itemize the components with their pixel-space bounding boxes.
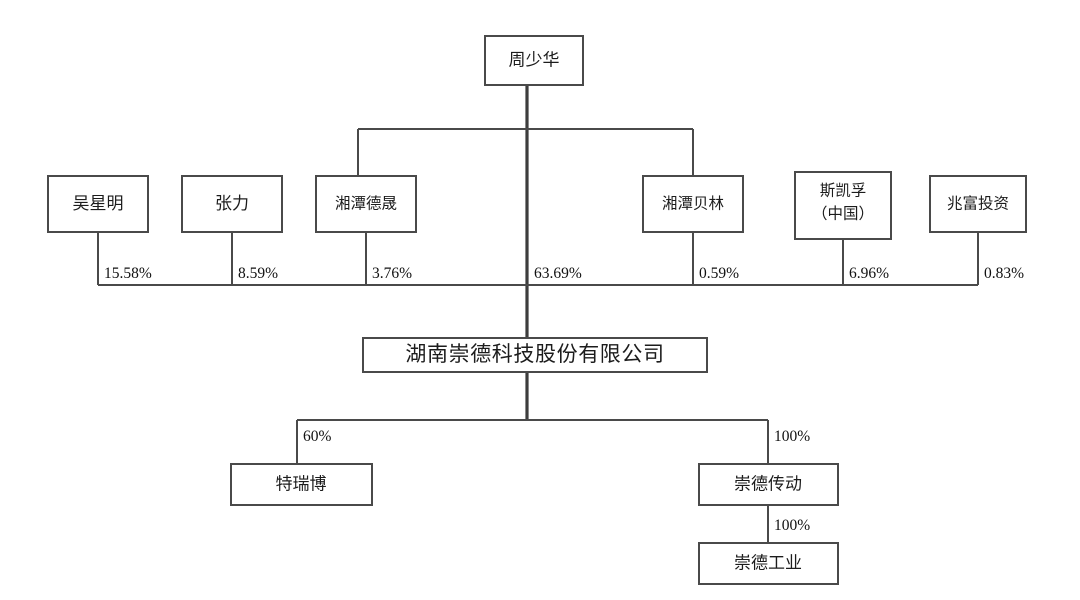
node-controller[interactable]: 周少华	[484, 35, 584, 86]
node-shareholder-xiangtanbeilin-box[interactable]	[642, 175, 744, 233]
percent-label-zhangli: 8.59%	[238, 265, 278, 282]
node-subsidiary-chongdechuandong-label: 崇德传动	[734, 474, 802, 493]
node-shareholder-xiangtandesheng[interactable]: 湘潭德晟	[315, 175, 417, 233]
node-shareholder-xiangtandesheng-box[interactable]	[315, 175, 417, 233]
node-subsidiary-chongdegongye-label: 崇德工业	[734, 553, 802, 572]
percent-label-zhaofutouzi: 0.83%	[984, 265, 1024, 282]
percent-label-xiangtanbeilin: 0.59%	[699, 265, 739, 282]
node-shareholder-sikaifu[interactable]: 斯凯孚 （中国）	[794, 171, 892, 240]
node-shareholder-zhangli[interactable]: 张力	[181, 175, 283, 233]
node-shareholder-zhaofutouzi-label: 兆富投资	[947, 195, 1009, 213]
node-subsidiary-chongdegongye-box[interactable]	[698, 542, 839, 585]
node-shareholder-wuxingming-box[interactable]	[47, 175, 149, 233]
node-subsidiary-teruibo[interactable]: 特瑞博	[230, 463, 373, 506]
node-subsidiary-teruibo-label: 特瑞博	[276, 474, 327, 493]
percent-label-chongdechuandong: 100%	[774, 428, 810, 445]
node-shareholder-sikaifu-label-line1: 斯凯孚	[820, 182, 867, 200]
percent-label-controller: 63.69%	[534, 265, 582, 282]
percent-label-sikaifu: 6.96%	[849, 265, 889, 282]
node-controller-box[interactable]	[484, 35, 584, 86]
percent-label-chongdegongye: 100%	[774, 517, 810, 534]
node-shareholder-sikaifu-label-line2: （中国）	[812, 205, 874, 223]
node-shareholder-zhaofutouzi-box[interactable]	[929, 175, 1027, 233]
node-company-box[interactable]	[362, 337, 708, 373]
node-company[interactable]: 湖南崇德科技股份有限公司	[362, 337, 708, 373]
node-shareholder-wuxingming[interactable]: 吴星明	[47, 175, 149, 233]
node-company-label: 湖南崇德科技股份有限公司	[405, 342, 664, 366]
node-shareholder-wuxingming-label: 吴星明	[73, 194, 124, 213]
node-controller-label: 周少华	[509, 50, 560, 69]
percent-label-wuxingming: 15.58%	[104, 265, 152, 282]
node-shareholder-xiangtanbeilin[interactable]: 湘潭贝林	[642, 175, 744, 233]
node-shareholder-xiangtandesheng-label: 湘潭德晟	[335, 195, 397, 213]
node-shareholder-zhangli-box[interactable]	[181, 175, 283, 233]
node-subsidiary-teruibo-box[interactable]	[230, 463, 373, 506]
node-shareholder-sikaifu-box[interactable]	[794, 171, 892, 240]
node-shareholder-xiangtanbeilin-label: 湘潭贝林	[662, 195, 725, 213]
node-subsidiary-chongdegongye[interactable]: 崇德工业	[698, 542, 839, 585]
node-shareholder-zhaofutouzi[interactable]: 兆富投资	[929, 175, 1027, 233]
node-shareholder-zhangli-label: 张力	[215, 194, 249, 213]
node-subsidiary-chongdechuandong-box[interactable]	[698, 463, 839, 506]
percent-label-xiangtandesheng: 3.76%	[372, 265, 412, 282]
percent-label-teruibo: 60%	[303, 428, 332, 445]
node-subsidiary-chongdechuandong[interactable]: 崇德传动	[698, 463, 839, 506]
